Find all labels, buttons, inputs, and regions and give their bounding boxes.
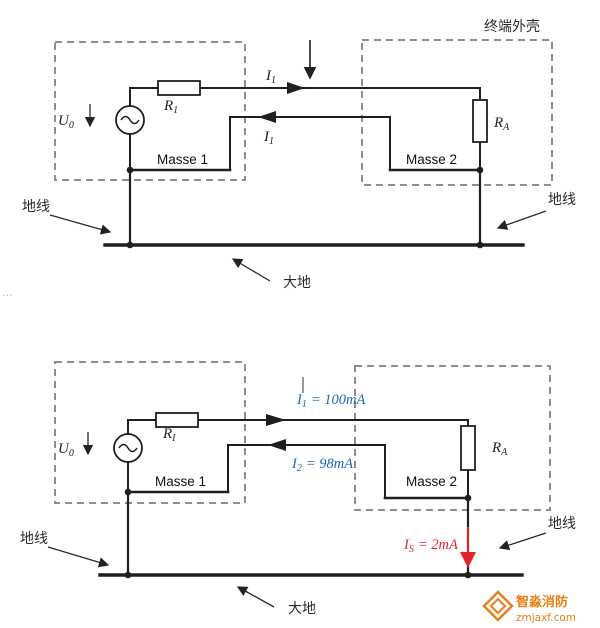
junction-dot [124,571,132,579]
load-resistor [460,425,476,471]
ground-wire-right-label: 地线 [548,516,576,532]
earth-label: 大地 [288,601,316,617]
pointer-arrow-icon [496,210,547,230]
signal-wire [197,419,469,427]
junction-dot [126,241,134,249]
masse2-label: Masse 2 [406,474,457,489]
i1-return-label: I1 [263,129,274,147]
u0-label: U0 [58,113,74,131]
junction-dot [464,571,472,579]
source-top-wire [129,87,159,107]
i2-value-label: I2= 98mA [291,456,353,474]
top-diagram: 终端外壳 U0 R1 RA Masse 1 Masse 2 [22,18,576,291]
ra-label: RA [491,440,508,458]
current-arrow-right-icon [287,82,305,94]
i1-value-label: I1= 100mA [296,392,365,410]
u0-label: U0 [58,441,74,459]
ra-label: RA [493,115,510,133]
r1-label: R1 [163,98,178,116]
pointer-arrow-icon [236,586,275,608]
is-value-label: IS= 2mA [403,537,458,555]
current-arrow-left-icon [268,439,286,451]
masse2-label: Masse 2 [406,152,457,167]
bottom-diagram: U0 RI RA Masse 1 Masse 2 I1= 100mA I2= 9… [20,361,576,617]
load-resistor [472,99,488,143]
masse1-enclosure-box [54,361,246,504]
watermark: 智淼消防 zmjaxf.com [482,590,576,624]
brand-site: zmjaxf.com [516,612,576,624]
pointer-arrow-icon [231,258,271,282]
masse1-label: Masse 1 [155,474,206,489]
source-top-wire [127,419,157,435]
masse1-enclosure-box [54,41,246,181]
ri-label: RI [162,426,176,444]
junction-dot [126,166,134,174]
edge-artifact: ... [2,286,13,299]
junction-dot [476,241,484,249]
sine-icon [120,115,140,125]
earth-label: 大地 [283,275,311,291]
signal-wire [199,87,481,101]
ground-wire-right-label: 地线 [548,192,576,208]
pointer-arrow-icon [47,546,110,568]
i1-top-label: I1 [265,68,276,86]
enclosure-label: 终端外壳 [484,18,540,35]
brand-logo-inner-icon [489,597,507,615]
ground-wire-left-label: 地线 [22,199,50,215]
pointer-arrow-icon [498,532,547,551]
brand-name: 智淼消防 [516,594,568,610]
junction-dot [464,494,472,502]
sine-icon [118,443,138,453]
series-resistor [157,80,201,96]
series-resistor [155,412,199,428]
pointer-arrow-icon [49,214,112,235]
ground-wire-left-label: 地线 [20,531,48,547]
masse1-label: Masse 1 [157,152,208,167]
current-arrow-left-icon [258,111,276,123]
masse2-enclosure-box [354,365,551,511]
brand-logo-icon [482,590,514,622]
current-arrow-right-icon [266,414,286,426]
junction-dot [476,166,484,174]
junction-dot [124,488,132,496]
